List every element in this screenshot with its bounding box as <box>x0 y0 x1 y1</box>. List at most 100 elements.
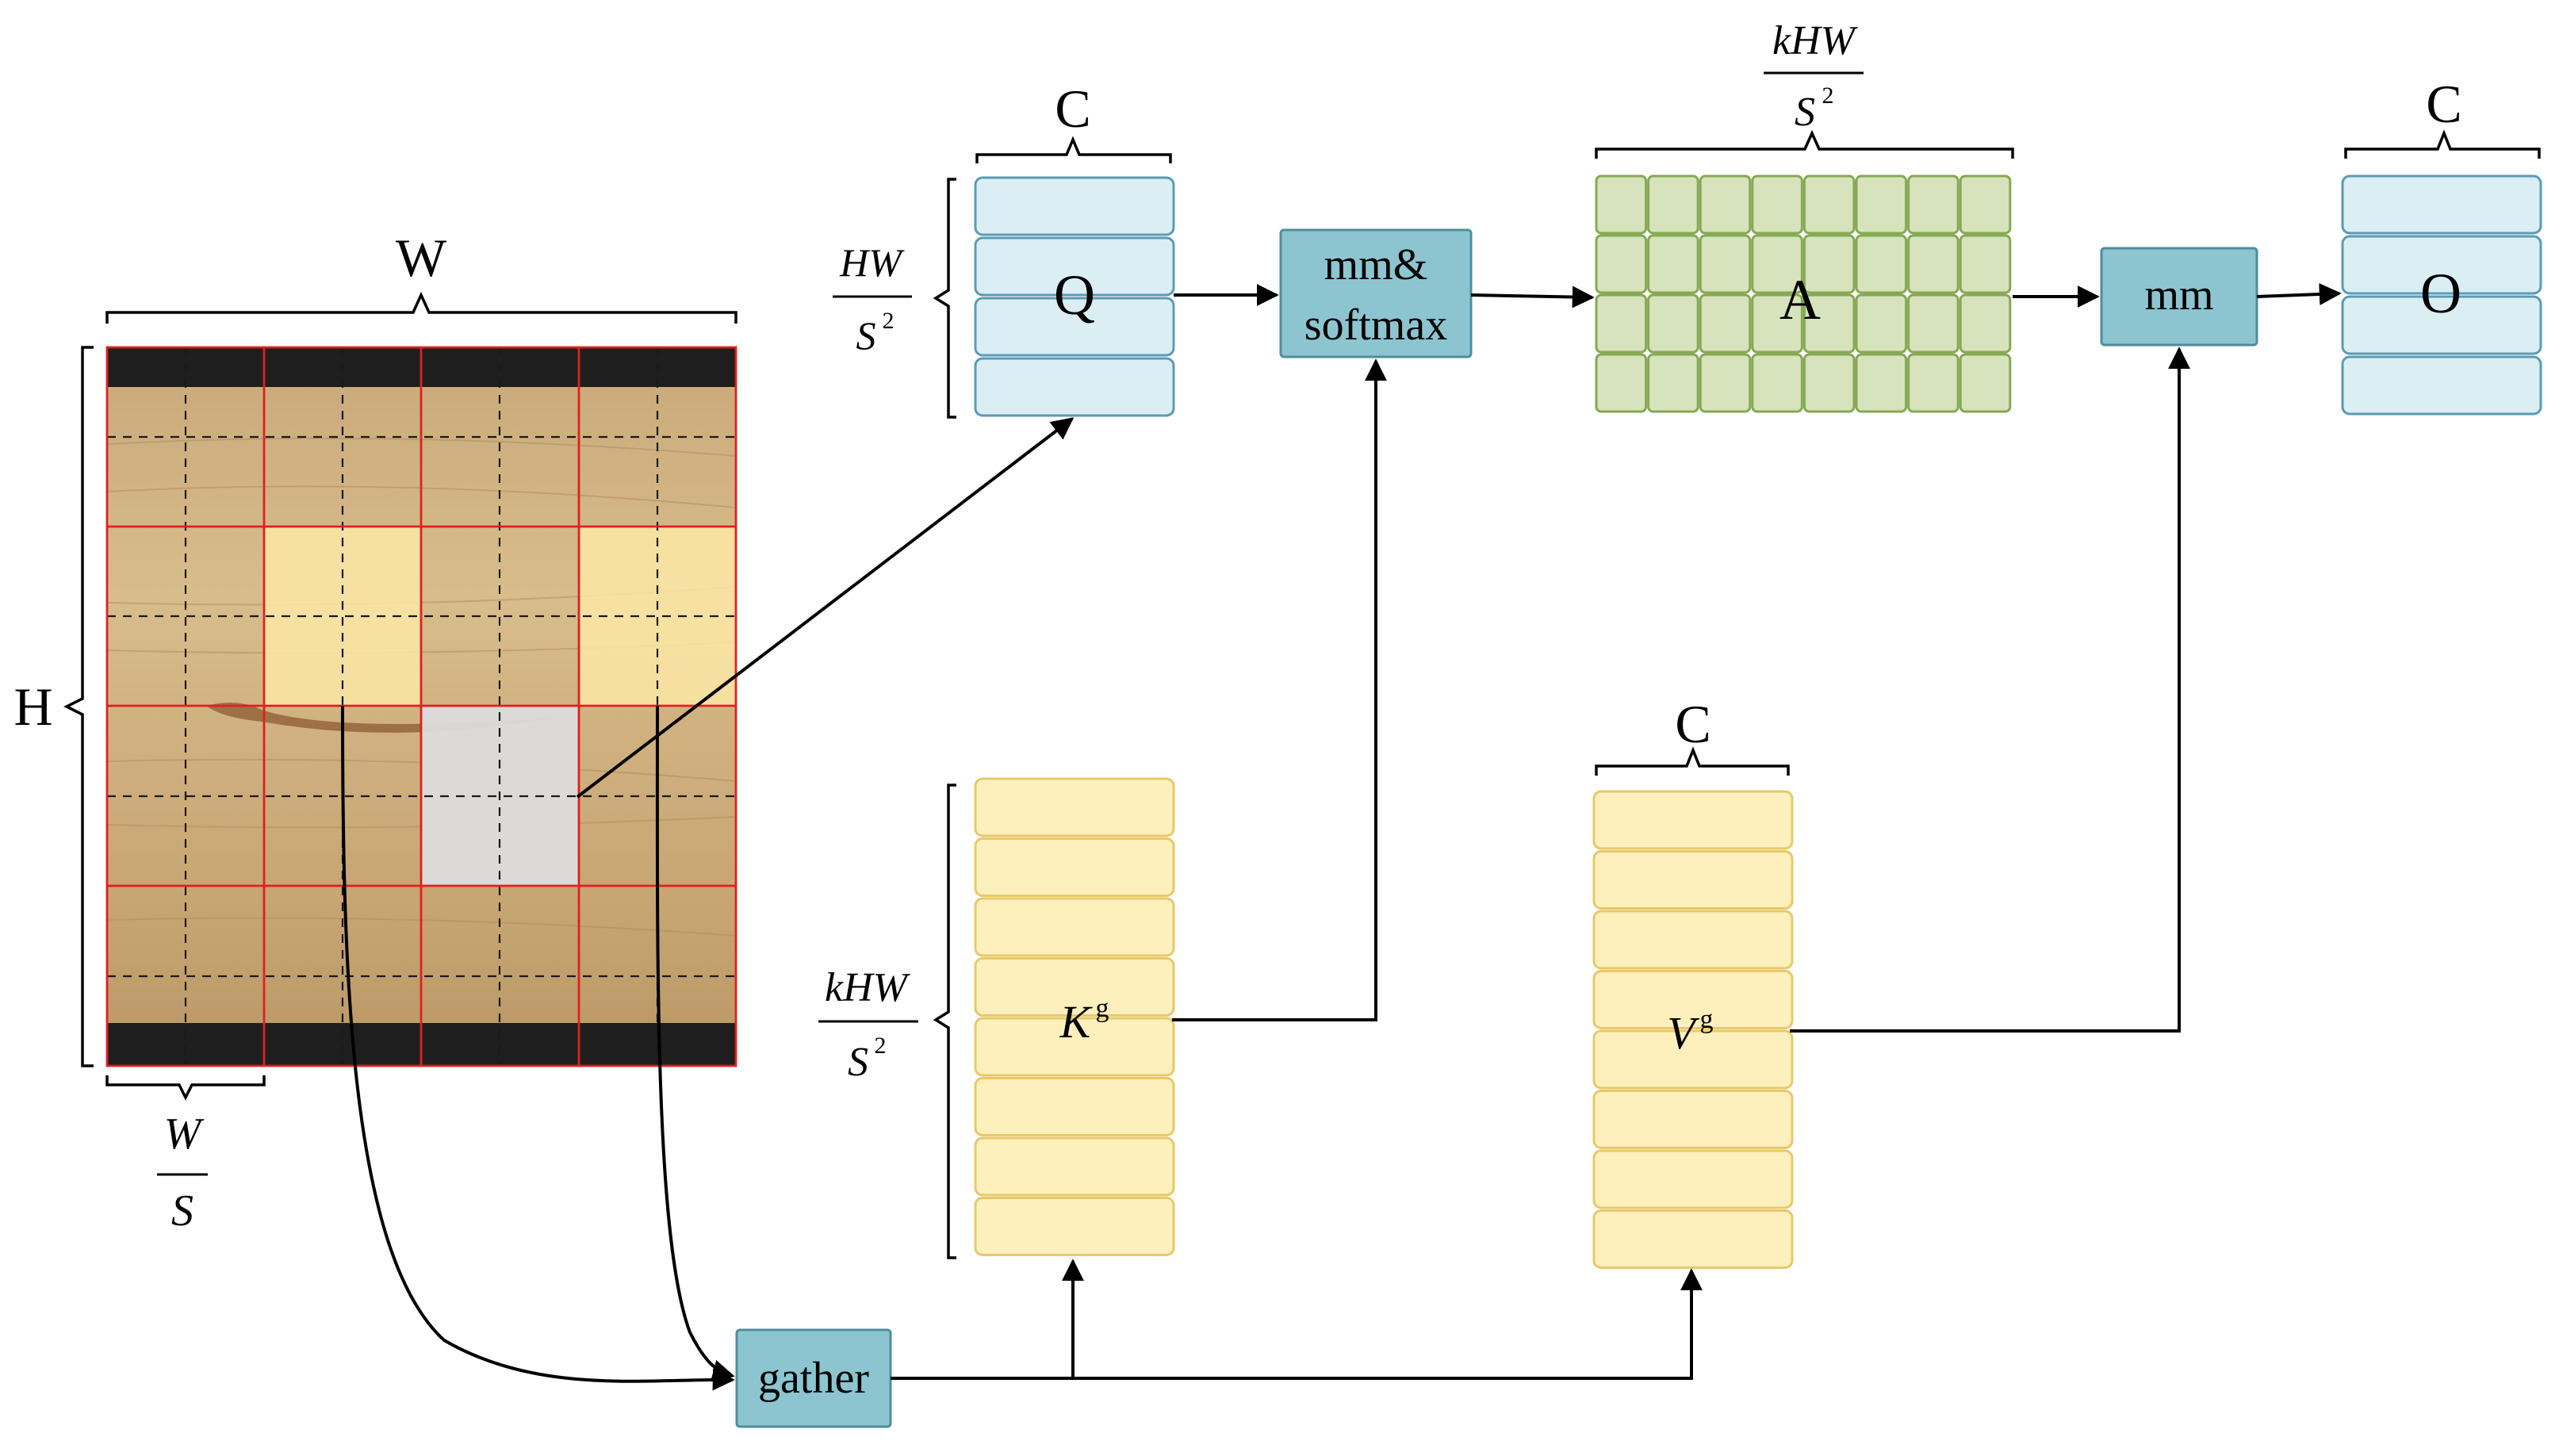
output-channel-brace <box>2344 129 2541 159</box>
query-rows-label-exponent: 2 <box>883 308 895 334</box>
query-channel-label: C <box>1055 79 1090 139</box>
attention-cell <box>1855 353 1908 413</box>
value-rows <box>1592 790 1794 1269</box>
arrow-v-to-mm <box>1790 347 2190 1033</box>
attention-cell <box>1855 174 1908 235</box>
query-row <box>974 236 1175 297</box>
key-row <box>974 957 1175 1017</box>
patch-brace <box>105 1075 266 1101</box>
attention-cell <box>1595 293 1648 354</box>
key-row <box>974 1136 1175 1197</box>
attention-cols-label-denominator: S <box>1795 90 1815 135</box>
attention-cell <box>1907 293 1959 354</box>
height-brace <box>63 346 94 1067</box>
attention-cell <box>1751 353 1803 413</box>
arrow-mm-to-o <box>2256 282 2342 305</box>
query-channel-brace <box>975 136 1172 163</box>
attention-cell <box>1647 353 1699 413</box>
image-panel: W H W S <box>13 228 737 1236</box>
key-rows-brace <box>933 784 956 1259</box>
key-rows-label-denominator: S <box>848 1040 868 1085</box>
value-row <box>1592 910 1794 970</box>
attention-cell <box>1647 234 1699 294</box>
query-rows-label-denominator: S <box>856 313 876 358</box>
key-rows-label-exponent: 2 <box>875 1033 887 1059</box>
query-row <box>974 357 1175 417</box>
attention-cell <box>1855 234 1908 294</box>
key-row <box>974 1017 1175 1077</box>
attention-cells <box>1595 174 2012 413</box>
key-name-superscript: g <box>1096 994 1109 1023</box>
attention-cell <box>1959 174 2012 235</box>
width-label: W <box>396 228 447 288</box>
attention-cols-brace <box>1595 129 2014 159</box>
output-name: O <box>2420 262 2461 325</box>
arrow-k-to-mm-softmax <box>1172 358 1387 1021</box>
output-tensor: C O <box>2341 74 2542 416</box>
key-rows <box>974 777 1175 1256</box>
query-rows-label-numerator: HW <box>839 240 905 285</box>
query-row <box>974 176 1175 236</box>
gather-box: gather <box>735 1328 892 1428</box>
key-row <box>974 1197 1175 1256</box>
value-channel-brace <box>1595 746 1790 776</box>
attention-cell <box>1802 234 1856 294</box>
sub-grid <box>107 347 736 1066</box>
attention-cell <box>1802 174 1856 235</box>
output-row <box>2341 355 2542 416</box>
attention-cell <box>1959 234 2012 294</box>
arrow-mm-softmax-to-a <box>1470 285 1595 308</box>
key-row <box>974 1077 1175 1136</box>
query-rows-brace <box>933 178 956 419</box>
mm-softmax-box: mm& softmax <box>1279 228 1473 358</box>
attention-cell <box>1959 353 2012 413</box>
output-channel-label: C <box>2426 74 2461 134</box>
attention-cell <box>1802 353 1856 413</box>
value-row <box>1592 1149 1794 1209</box>
region-grid <box>105 346 737 1067</box>
attention-cell <box>1751 174 1803 235</box>
arrow-patch-to-q <box>576 417 1075 799</box>
attention-cell <box>1595 353 1648 413</box>
arrow-gather-to-v <box>891 1268 1703 1380</box>
value-row <box>1592 970 1794 1029</box>
connectors <box>341 282 2342 1391</box>
attention-cell <box>1699 174 1752 235</box>
mm-softmax-line1: mm& <box>1324 240 1428 289</box>
attention-cols-label-numerator: kHW <box>1772 18 1859 63</box>
attention-cols-label-exponent: 2 <box>1822 82 1834 109</box>
output-row <box>2341 235 2542 295</box>
query-row <box>974 297 1175 357</box>
mm-box: mm <box>2100 247 2258 347</box>
attention-cell <box>1699 353 1752 413</box>
attention-cell <box>1647 174 1699 235</box>
value-name: V <box>1667 1007 1700 1059</box>
arrow-region-to-gather-1 <box>341 705 735 1391</box>
attention-cell <box>1647 293 1699 354</box>
attention-cell <box>1595 174 1648 235</box>
value-channel-label: C <box>1675 694 1710 754</box>
attention-cell <box>1595 234 1648 294</box>
value-row <box>1592 1209 1794 1269</box>
patch-label-denominator: S <box>171 1186 193 1236</box>
value-row <box>1592 850 1794 910</box>
gather-label: gather <box>758 1354 869 1403</box>
attention-cell <box>1751 293 1803 354</box>
key-rows-label-numerator: kHW <box>825 965 911 1010</box>
value-row <box>1592 1090 1794 1149</box>
width-brace <box>105 291 737 324</box>
key-row <box>974 837 1175 897</box>
attention-cell <box>1751 234 1803 294</box>
attention-cell <box>1907 353 1959 413</box>
key-row <box>974 777 1175 837</box>
height-label: H <box>13 676 52 737</box>
value-row <box>1592 1029 1794 1090</box>
attention-cell <box>1699 293 1752 354</box>
key-name: K <box>1059 996 1094 1048</box>
attention-cell <box>1699 234 1752 294</box>
attention-cell <box>1907 174 1959 235</box>
output-row <box>2341 295 2542 355</box>
query-rows <box>974 176 1175 417</box>
attention-matrix: kHW S 2 A <box>1595 18 2014 413</box>
